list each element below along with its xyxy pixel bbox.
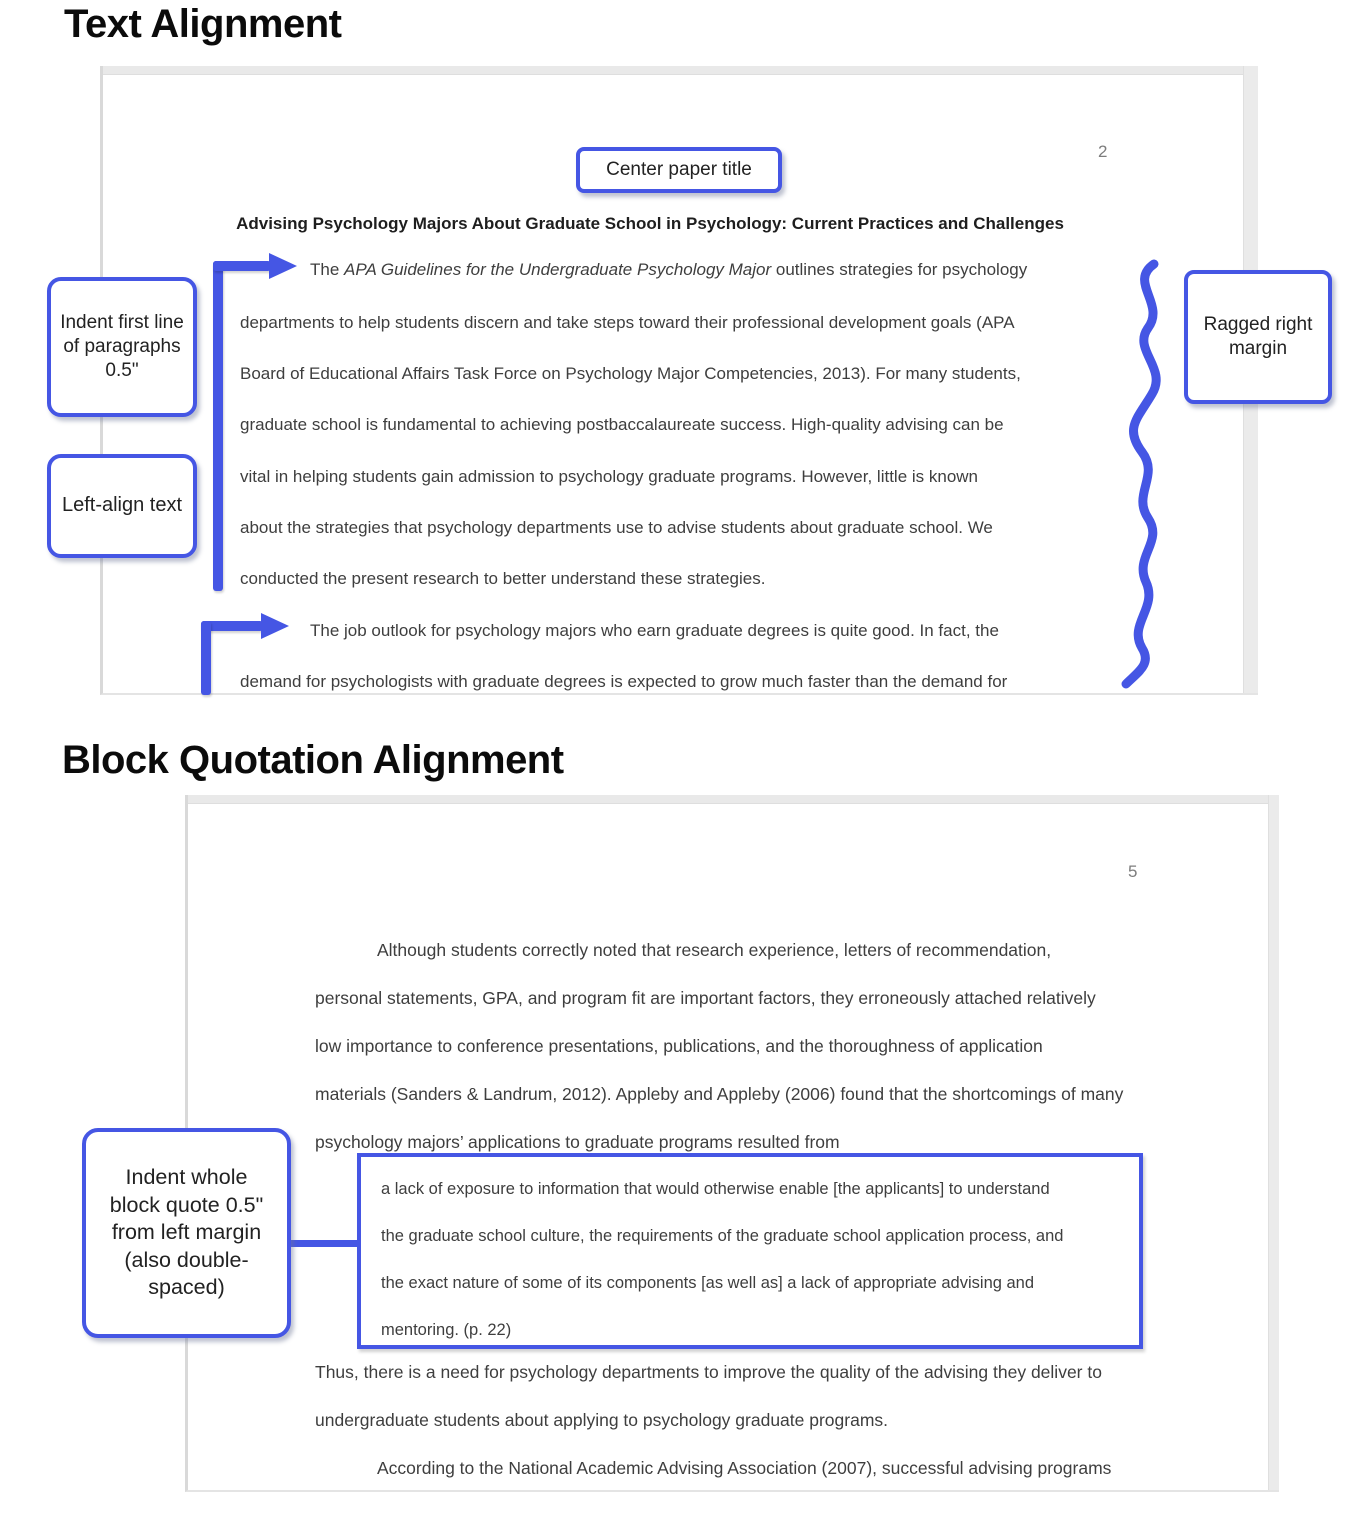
page-top-edge [188, 795, 1279, 804]
doc-line: demand for psychologists with graduate d… [240, 672, 1008, 691]
paper-title: Advising Psychology Majors About Graduat… [236, 214, 1064, 233]
page-number: 5 [1128, 862, 1138, 881]
quote-line: a lack of exposure to information that w… [381, 1180, 1050, 1198]
indent-arrow-icon [261, 613, 289, 639]
indent-arrow-shaft [213, 261, 271, 271]
block-quotation-page-screenshot [185, 795, 1279, 1492]
doc-line: graduate school is fundamental to achiev… [240, 415, 1004, 434]
quote-line: mentoring. (p. 22) [381, 1321, 512, 1339]
doc-line-text: The [310, 260, 345, 279]
doc-line: personal statements, GPA, and program fi… [315, 988, 1096, 1008]
doc-line: psychology majors’ applications to gradu… [315, 1132, 840, 1152]
callout-indent-block-quote: Indent whole block quote 0.5" from left … [82, 1128, 291, 1338]
indent-arrow-icon [269, 253, 297, 279]
italic-title-phrase: APA Guidelines for the Undergraduate Psy… [344, 260, 772, 279]
callout-left-align-text: Left-align text [47, 454, 197, 558]
doc-line: low importance to conference presentatio… [315, 1036, 1043, 1056]
doc-line: Board of Educational Affairs Task Force … [240, 364, 1021, 383]
doc-line: materials (Sanders & Landrum, 2012). App… [315, 1084, 1124, 1104]
ragged-margin-squiggle-icon [1121, 259, 1161, 689]
page-right-edge [1268, 795, 1279, 1490]
doc-line: Thus, there is a need for psychology dep… [315, 1362, 1102, 1382]
quote-line: the exact nature of some of its componen… [381, 1274, 1035, 1292]
callout-indent-first-line: Indent first line of paragraphs 0.5" [47, 277, 197, 417]
block-quote-outline-box: a lack of exposure to information that w… [357, 1153, 1143, 1349]
callout-connector-line [289, 1240, 357, 1247]
indent-arrow-shaft [201, 621, 263, 631]
page-top-edge [103, 66, 1258, 75]
doc-line: vital in helping students gain admission… [240, 467, 979, 486]
doc-line: The job outlook for psychology majors wh… [310, 621, 999, 640]
indent-arrow-tail [201, 621, 211, 695]
doc-line: The APA Guidelines for the Undergraduate… [240, 260, 1027, 280]
page-number: 2 [1098, 142, 1108, 161]
doc-line: about the strategies that psychology dep… [240, 518, 993, 537]
text-alignment-heading: Text Alignment [64, 2, 342, 46]
callout-center-paper-title: Center paper title [576, 147, 782, 193]
callout-ragged-right-margin: Ragged right margin [1184, 270, 1332, 404]
block-quotation-alignment-heading: Block Quotation Alignment [62, 738, 564, 782]
doc-line-text: outlines strategies for psychology [771, 260, 1028, 279]
indent-arrow-tail [213, 261, 223, 591]
doc-line: undergraduate students about applying to… [315, 1410, 889, 1430]
doc-line: departments to help students discern and… [240, 313, 1015, 332]
doc-line: conducted the present research to better… [240, 569, 766, 588]
quote-line: the graduate school culture, the require… [381, 1227, 1064, 1245]
doc-line: According to the National Academic Advis… [377, 1458, 1112, 1478]
doc-line: Although students correctly noted that r… [377, 940, 1052, 960]
